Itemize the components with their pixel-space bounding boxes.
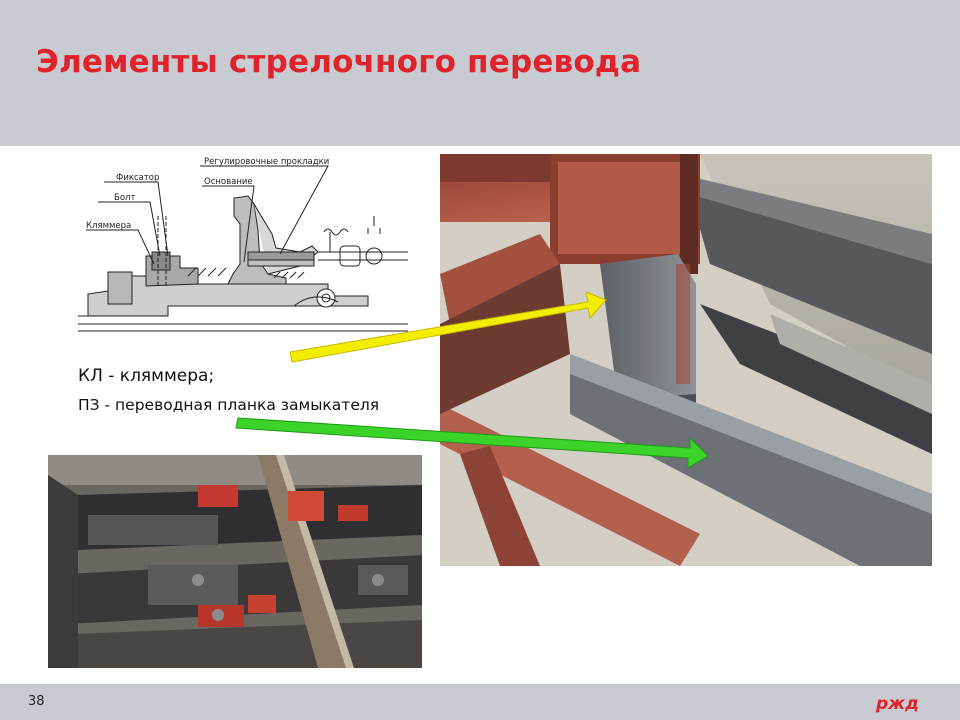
slide-header: Элементы стрелочного перевода [0, 0, 960, 146]
label-fixator: Фиксатор [116, 173, 159, 183]
slide-title: Элементы стрелочного перевода [36, 44, 642, 80]
photo-closeup [440, 154, 932, 566]
label-base: Основание [204, 177, 253, 187]
caption-pz: ПЗ - переводная планка замыкателя [78, 396, 380, 414]
header-divider [0, 146, 960, 148]
label-klyammera: Кляммера [86, 221, 131, 231]
page-number: 38 [28, 694, 45, 709]
slide-footer: 38 ржд [0, 684, 960, 720]
caption-kl: КЛ - кляммера; [78, 366, 215, 386]
switch-lock-diagram: Фиксатор Болт Кляммера Регулировочные пр… [78, 157, 408, 332]
photo-track [48, 455, 422, 668]
label-pads: Регулировочные прокладки [204, 157, 329, 167]
label-bolt: Болт [114, 193, 135, 203]
rzd-logo-icon: ржд [875, 694, 919, 714]
svg-text:ржд: ржд [875, 694, 919, 714]
